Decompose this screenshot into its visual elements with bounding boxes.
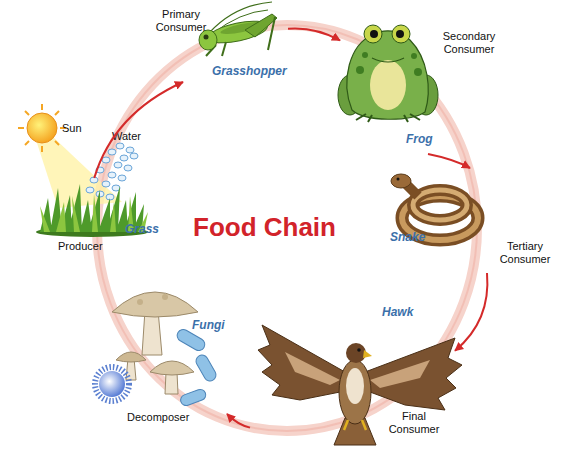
hawk-illustration-part <box>370 360 430 388</box>
frog-illustration-part <box>362 52 368 58</box>
hawk-illustration-part <box>363 350 372 358</box>
sun-label: Sun <box>62 122 82 135</box>
hawk-illustration-part <box>344 420 366 430</box>
hawk-illustration-part <box>258 325 345 400</box>
snake-illustration-part <box>413 190 467 220</box>
water-label: Water <box>112 130 141 143</box>
frog-illustration-part <box>392 25 410 43</box>
fungi-illustration-part <box>162 294 168 300</box>
frog-illustration <box>338 25 438 122</box>
frog-illustration-part <box>414 68 422 76</box>
water-drops-part <box>116 143 124 149</box>
fungi-illustration-part <box>179 388 207 407</box>
frog-illustration-part <box>372 58 404 62</box>
water-drops <box>86 143 138 200</box>
hawk-illustration-part <box>285 352 340 385</box>
role-label: Final Consumer <box>384 410 444 436</box>
organism-name: Hawk <box>382 305 413 319</box>
fungi-illustration-part <box>137 299 143 305</box>
frog-illustration-part <box>364 25 382 43</box>
snake-illustration-part <box>397 178 400 181</box>
organism-name: Grasshopper <box>212 64 287 78</box>
fungi-illustration-part <box>99 371 125 397</box>
frog-illustration-part <box>370 60 406 110</box>
hawk-illustration-part <box>339 360 371 424</box>
water-drops-part <box>126 147 134 153</box>
role-label: Primary Consumer <box>148 8 214 34</box>
water-drops-part <box>102 157 110 163</box>
organism-node: Primary ConsumerGrasshopper <box>148 0 288 82</box>
sun-symbol-part <box>25 111 29 115</box>
food-chain-arrow <box>428 154 470 168</box>
food-chain-arrow <box>455 273 487 351</box>
cycle-ring-part <box>97 25 477 431</box>
water-drops-part <box>108 149 116 155</box>
organism-node: Producer Grass <box>38 178 163 256</box>
sun-symbol-part <box>41 146 43 152</box>
sun-symbol-part <box>25 141 29 145</box>
hawk-illustration-part <box>357 348 361 352</box>
sun-symbol-part <box>41 104 43 110</box>
water-drops-part <box>120 155 128 161</box>
water-drops-part <box>90 177 98 183</box>
water-drops-part <box>108 172 116 178</box>
snake-illustration-part <box>391 174 411 188</box>
hawk-illustration-part <box>346 368 364 404</box>
organism-name: Fungi <box>192 318 225 332</box>
food-chain-arrow <box>227 414 250 428</box>
sun-symbol-part <box>18 127 24 129</box>
organism-name: Frog <box>406 132 433 146</box>
role-label: Tertiary Consumer <box>495 240 555 266</box>
frog-illustration-part <box>356 114 420 122</box>
hawk-illustration-part <box>365 338 462 410</box>
fungi-illustration-part <box>116 352 146 362</box>
cycle-ring <box>97 25 477 431</box>
organism-node: FungiDecomposer <box>92 288 227 428</box>
frog-illustration-part <box>347 31 428 119</box>
hawk-illustration <box>258 325 462 445</box>
organism-node: SnakeTertiary Consumer <box>385 168 555 273</box>
grasshopper-illustration-part <box>268 17 275 50</box>
fungi-illustration-part <box>112 292 198 317</box>
fungi-illustration-part <box>150 361 194 375</box>
water-drops-part <box>86 187 94 193</box>
organism-name: Grass <box>125 222 159 236</box>
role-label: Decomposer <box>127 411 189 424</box>
sun-symbol-part <box>18 104 66 152</box>
organism-name: Snake <box>390 230 425 244</box>
fungi-illustration <box>95 292 218 407</box>
organism-node: Secondary ConsumerFrog <box>340 12 500 154</box>
sun-symbol-part <box>55 111 59 115</box>
sun-symbol-part <box>55 141 59 145</box>
snake-illustration-part <box>413 190 467 220</box>
water-drops-part <box>118 175 126 181</box>
water-drops-part <box>124 165 132 171</box>
frog-illustration-part <box>356 66 364 74</box>
sun-symbol <box>18 104 66 152</box>
frog-illustration-part <box>370 30 378 38</box>
sun-symbol-part <box>27 113 57 143</box>
organism-node: HawkFinal Consumer <box>250 300 455 445</box>
water-drops-part <box>96 167 104 173</box>
diagram-title: Food Chain <box>193 212 336 242</box>
food-chain-arrow <box>94 82 183 178</box>
role-label: Secondary Consumer <box>435 30 503 56</box>
water-drops-part <box>130 153 138 159</box>
cycle-ring-part <box>97 25 477 431</box>
hawk-illustration-part <box>346 343 366 363</box>
frog-illustration-part <box>396 30 404 38</box>
grasshopper-illustration-part <box>204 35 209 40</box>
fungi-illustration-part <box>95 367 129 401</box>
frog-illustration-part <box>411 53 417 59</box>
fungi-illustration-part <box>194 353 218 383</box>
grasshopper-illustration <box>199 2 277 56</box>
food-chain-arrow <box>288 28 340 40</box>
grasshopper-illustration-part <box>222 42 226 56</box>
water-drops-part <box>114 162 122 168</box>
role-label: Producer <box>58 240 103 253</box>
water-drops-part <box>102 181 110 187</box>
